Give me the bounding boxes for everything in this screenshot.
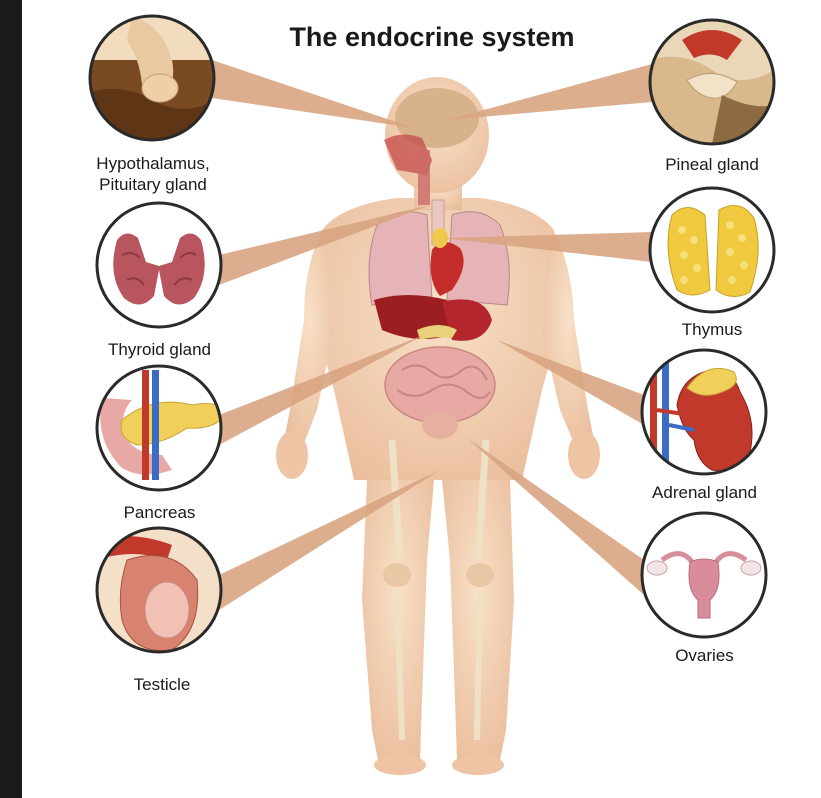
label-adrenal: Adrenal gland <box>622 482 787 503</box>
adrenal-illustration <box>642 350 766 480</box>
pancreas-illustration <box>97 366 227 490</box>
label-hypothalamus-line1: Hypothalamus, <box>78 153 228 174</box>
label-thyroid: Thyroid gland <box>77 339 242 360</box>
label-thymus: Thymus <box>652 319 772 340</box>
testicle-illustration <box>92 528 221 652</box>
diagram-title: The endocrine system <box>252 22 612 53</box>
label-hypothalamus-line2: Pituitary gland <box>78 174 228 195</box>
ovaries-illustration <box>642 513 766 637</box>
pointer-hypothalamus <box>212 60 414 128</box>
label-ovaries: Ovaries <box>647 645 762 666</box>
label-testicle: Testicle <box>102 674 222 695</box>
label-hypothalamus: Hypothalamus, Pituitary gland <box>78 153 228 195</box>
pointer-pineal <box>447 64 652 120</box>
label-pineal: Pineal gland <box>632 154 792 175</box>
hypothalamus-illustration <box>82 16 222 150</box>
pineal-illustration <box>650 20 774 144</box>
diagram-frame: The endocrine system Hypothalamus, Pitui… <box>22 0 821 798</box>
thymus-illustration <box>650 188 774 312</box>
label-pancreas: Pancreas <box>92 502 227 523</box>
thyroid-illustration <box>97 203 221 327</box>
